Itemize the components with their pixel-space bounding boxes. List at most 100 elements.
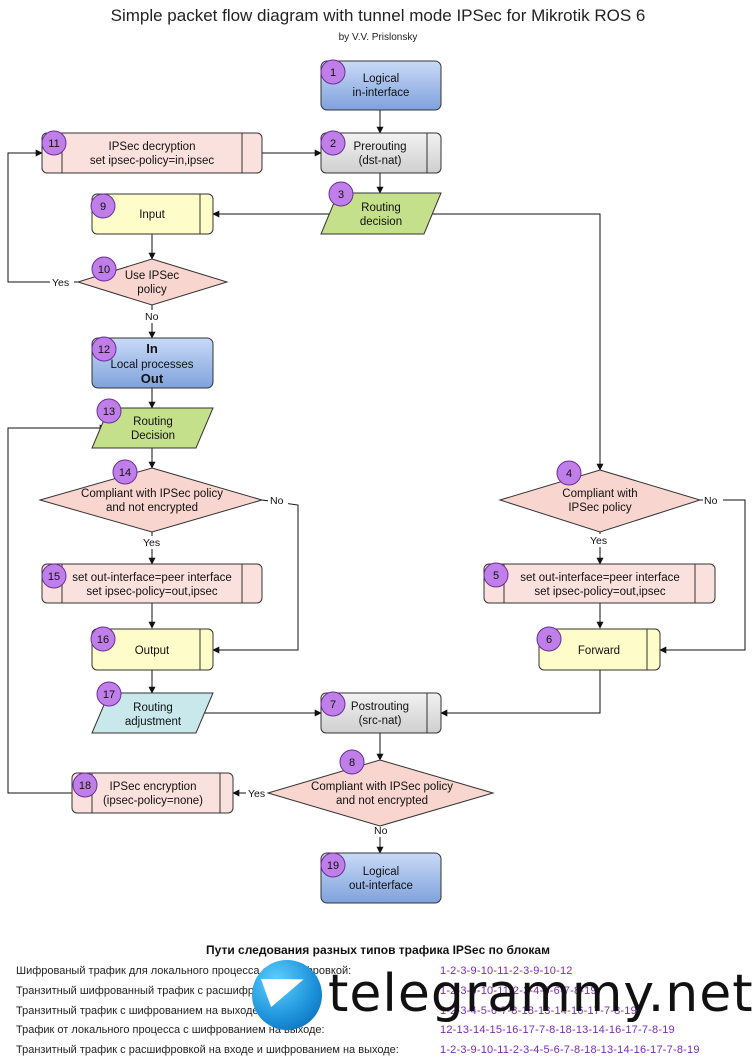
svg-text:11: 11 [48,138,59,150]
svg-text:Postrouting: Postrouting [351,701,409,713]
node-9-input: Input [91,193,214,235]
badge-15: 15 [41,563,67,589]
legend-row: Трафик от локального процесса с шифрован… [16,1024,746,1040]
badge-10: 10 [91,256,117,282]
edge-10-11 [7,149,78,283]
node-17-routing-adjustment: Routing adjustment [91,692,214,734]
svg-text:set ipsec-policy=out,ipsec: set ipsec-policy=out,ipsec [534,586,666,598]
watermark: telegrammy.net [252,960,754,1044]
diagram-title: Simple packet flow diagram with tunnel m… [110,6,646,25]
badge-9: 9 [90,193,116,219]
edge-label-yes-10: Yes [52,277,69,289]
node-15-set-out-interface: set out-interface=peer interface set ips… [41,563,263,604]
legend-row-path: 1-2-3-9-10-11-2-3-9-10-12 [440,965,573,977]
diagram-subtitle: by V.V. Prislonsky [338,32,418,43]
badge-4: 4 [556,460,582,486]
svg-text:Forward: Forward [578,645,620,657]
svg-text:set ipsec-policy=out,ipsec: set ipsec-policy=out,ipsec [86,586,218,598]
svg-text:Local processes: Local processes [110,359,193,371]
legend-row-label: Трафик от локального процесса с шифрован… [16,1024,325,1036]
node-3-routing-decision: Routing decision [320,192,442,235]
edge-label-no-10: No [145,311,159,323]
edge-label-no-4: No [704,495,718,507]
svg-text:(src-nat): (src-nat) [359,715,402,727]
node-19-logical-out-interface: Logical out-interface [320,852,442,904]
svg-text:13: 13 [103,406,115,418]
edge-label-no-8: No [374,825,388,837]
svg-text:decision: decision [360,216,402,228]
svg-text:IPSec policy: IPSec policy [568,502,632,514]
node-8-compliant-policy-not-encrypted: Compliant with IPSec policy and not encr… [266,759,495,827]
node-12-local-processes: In Local processes Out [91,337,214,389]
edge-label-yes-14: Yes [143,537,160,549]
svg-text:2: 2 [330,138,336,150]
node-6-forward: Forward [538,628,661,671]
svg-text:15: 15 [48,571,60,583]
badge-16: 16 [90,626,116,652]
svg-text:16: 16 [97,634,109,646]
svg-text:7: 7 [330,699,336,711]
svg-text:Logical: Logical [363,866,399,878]
svg-text:5: 5 [493,570,499,582]
edge-labels: Yes No Yes No Yes No Yes No [50,276,723,837]
legend-row-label: Транзитный трафик с расшифровкой на вход… [16,1044,399,1056]
svg-text:8: 8 [349,757,355,769]
badge-11: 11 [41,130,67,156]
edge-18-13 [7,424,107,794]
node-1-logical-in-interface: Logical in-interface [320,60,442,111]
svg-text:IPSec encryption: IPSec encryption [110,781,197,793]
svg-text:12: 12 [98,344,110,356]
svg-text:17: 17 [103,689,115,701]
edge-label-no-14: No [270,495,284,507]
svg-text:Input: Input [139,209,165,221]
node-5-set-out-interface: set out-interface=peer interface set ips… [483,563,716,604]
svg-text:18: 18 [79,780,91,792]
badge-17: 17 [96,681,122,707]
badge-13: 13 [96,398,122,424]
svg-text:Decision: Decision [131,430,175,442]
svg-text:Routing: Routing [133,702,173,714]
svg-text:In: In [146,341,158,356]
svg-text:Use IPSec: Use IPSec [125,270,180,282]
svg-text:10: 10 [98,264,110,276]
node-4-compliant-policy: Compliant with IPSec policy [498,469,702,533]
edge-label-yes-4: Yes [590,535,607,547]
edge-6-7 [440,670,601,717]
svg-text:set out-interface=peer interfa: set out-interface=peer interface [520,572,680,584]
legend-row: Транзитный трафик с шифрованием на выход… [16,1005,746,1021]
legend-row-label: Транзитный шифрованный трафик с расшифро… [16,985,287,997]
edge-3-4 [430,213,604,471]
node-14-compliant-policy-not-encrypted: Compliant with IPSec policy and not encr… [38,467,264,533]
svg-text:Output: Output [135,645,170,657]
svg-text:Compliant with: Compliant with [562,488,637,500]
svg-text:3: 3 [338,189,344,201]
svg-text:IPSec decryption: IPSec decryption [109,141,196,153]
svg-text:set out-interface=peer interfa: set out-interface=peer interface [72,572,232,584]
node-13-routing-decision: Routing Decision [91,407,214,449]
svg-text:19: 19 [327,860,339,872]
telegram-plane-icon [252,960,322,1030]
badge-7: 7 [320,691,346,717]
svg-text:and not encrypted: and not encrypted [336,795,428,807]
svg-text:14: 14 [119,467,131,479]
svg-text:9: 9 [100,201,106,213]
legend-row-path: 1-2-3-9-10-11-2-3-4-5-6-7-8-18-13-14-16-… [440,1044,700,1056]
node-7-postrouting: Postrouting (src-nat) [320,692,442,734]
svg-text:adjustment: adjustment [125,716,182,728]
badge-18: 18 [72,772,98,798]
legend-row-path: 1-2-3-9-10-11-2-3-4-5-6-7-8-19 [440,985,597,997]
legend-row-path: 1-2-3-4-5-6-7-8-18-13-14-16-17-7-8-19 [440,1005,637,1017]
svg-text:Compliant with IPSec policy: Compliant with IPSec policy [81,488,223,500]
legend-row: Транзитный шифрованный трафик с расшифро… [16,985,746,1001]
badge-19: 19 [320,852,346,878]
watermark-text: telegrammy.net [328,964,754,1024]
svg-text:Prerouting: Prerouting [353,141,406,153]
step-badges: 1 2 3 4 5 6 7 8 9 10 11 12 13 14 15 16 1… [41,59,582,878]
svg-text:in-interface: in-interface [353,87,410,99]
svg-text:out-interface: out-interface [349,880,413,892]
badge-14: 14 [112,459,138,485]
edge-label-yes-8: Yes [248,788,265,800]
legend-row: Транзитный трафик с расшифровкой на вход… [16,1044,746,1060]
flow-diagram: Yes No Yes No Yes No Yes No Logical in-i… [7,59,746,904]
svg-text:and not encrypted: and not encrypted [106,502,198,514]
